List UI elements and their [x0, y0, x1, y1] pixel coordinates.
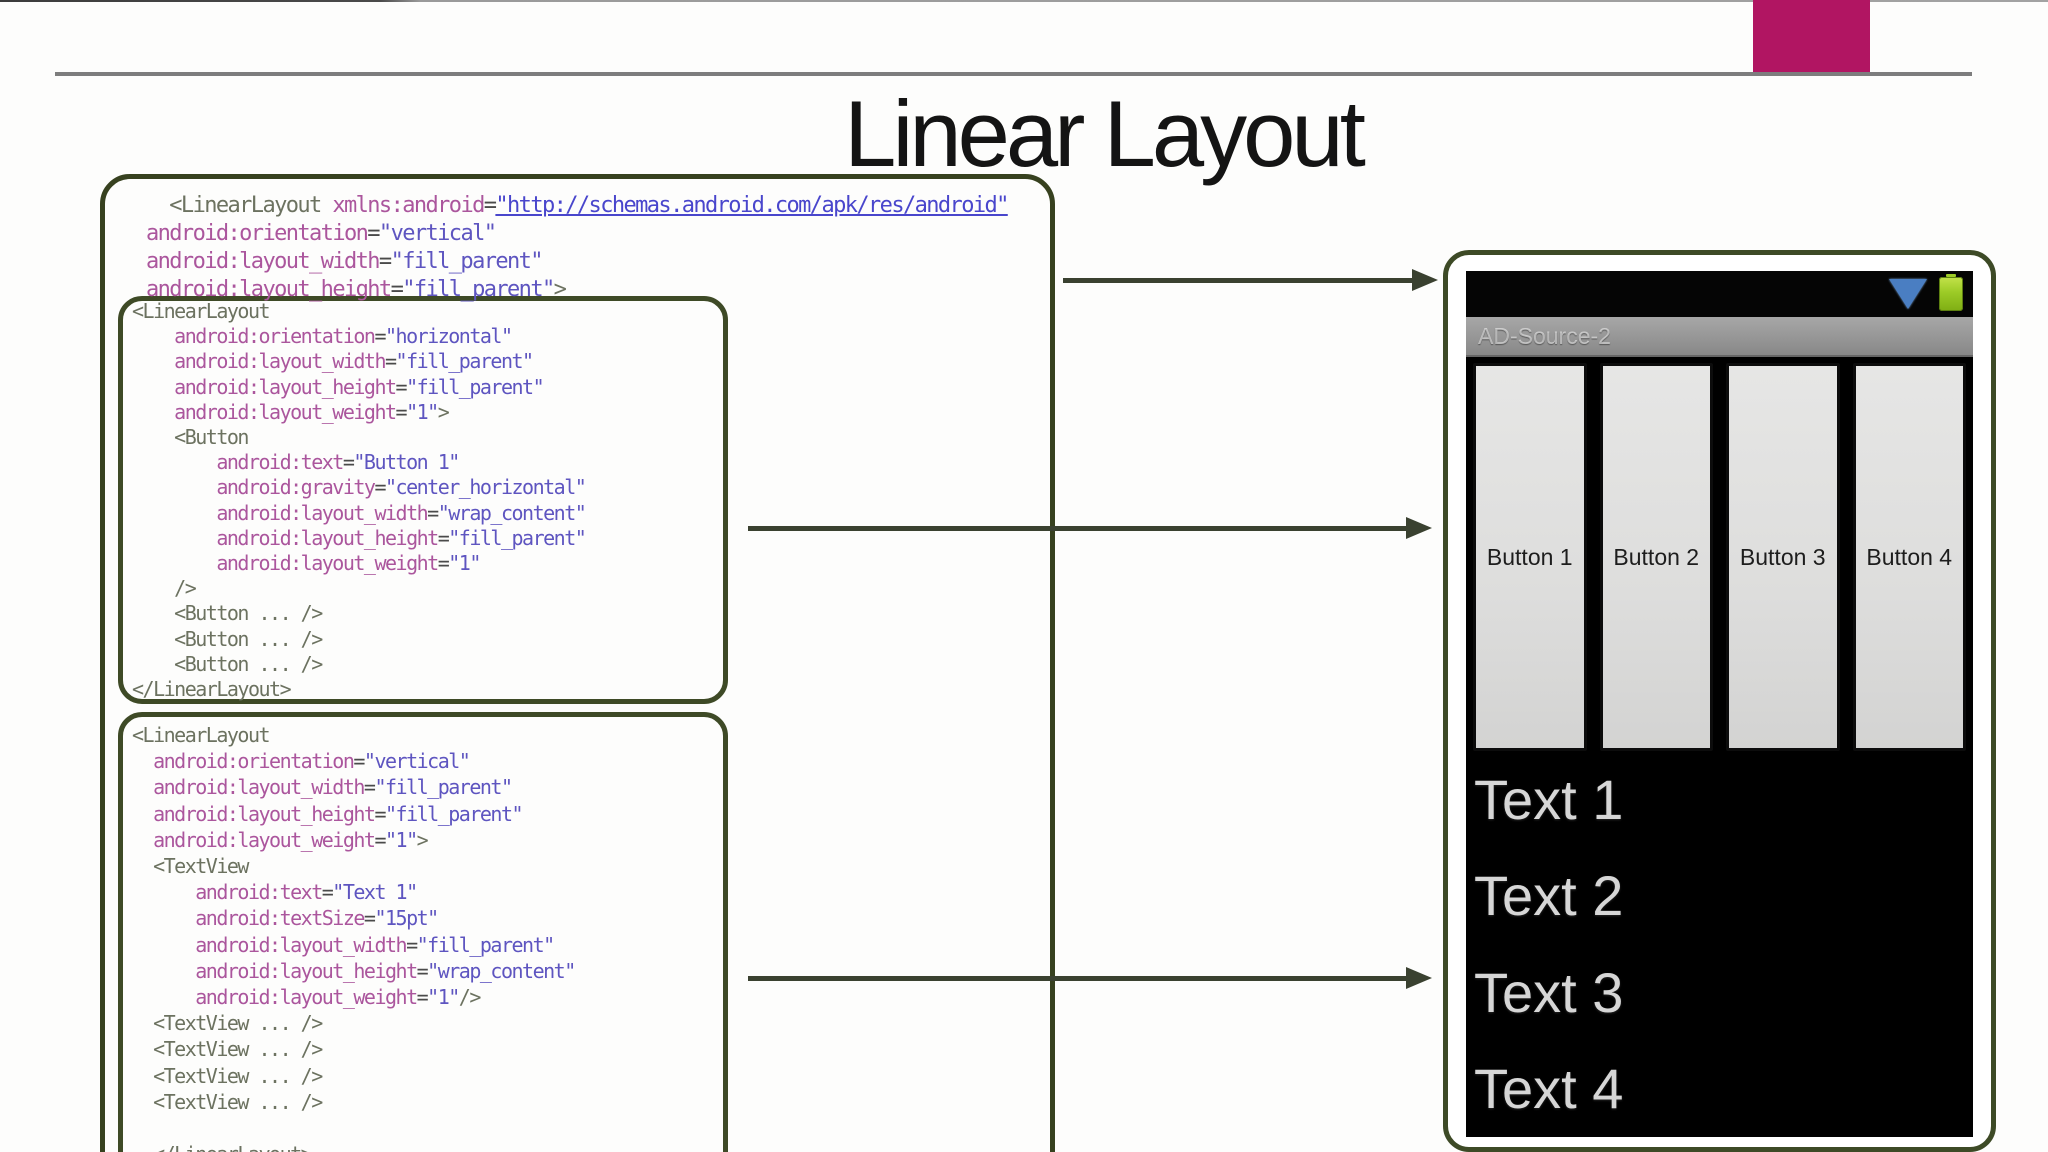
code-line: android:textSize="15pt" [132, 906, 439, 931]
code-line: <TextView ... /> [132, 1089, 323, 1114]
code-line [132, 1115, 575, 1141]
code-line: <TextView [132, 854, 249, 879]
title-container: Linear Layout [830, 80, 1376, 188]
phone-status-bar [1466, 271, 1973, 317]
code-line: android:layout_weight="1" [132, 551, 481, 576]
code-line: android:layout_width="fill_parent" [146, 249, 544, 274]
phone-title-bar: AD-Source-2 [1466, 317, 1973, 357]
code-line: <LinearLayout [132, 723, 271, 747]
code-line: android:orientation="vertical" [132, 749, 471, 774]
code-line: android:text="Text 1" [132, 880, 418, 905]
phone-mockup: AD-Source-2 Button 1 Button 2 Button 3 B… [1443, 250, 1996, 1152]
code-line: android:text="Button 1" [132, 450, 460, 475]
arrow-shaft [748, 526, 1407, 531]
phone-textview-1: Text 1 [1474, 767, 1624, 831]
code-line: <Button [132, 425, 249, 450]
battery-icon [1939, 274, 1963, 311]
arrow-textviews-to-phone [748, 967, 1432, 990]
phone-textview-3: Text 3 [1474, 960, 1624, 1024]
code-line: android:layout_height="fill_parent" [132, 525, 586, 550]
code-line: android:layout_height="fill_parent" [132, 374, 544, 399]
xmlns-schema-link[interactable]: "http://schemas.android.com/apk/res/andr… [495, 193, 1009, 218]
phone-textview-4: Text 4 [1474, 1057, 1624, 1121]
code-line: android:layout_width="fill_parent" [132, 775, 513, 800]
code-block-root: <LinearLayout xmlns:android="http://sche… [146, 192, 1009, 304]
code-line: android:layout_weight="1"> [132, 827, 429, 852]
code-line: </LinearLayout> [132, 1141, 575, 1152]
phone-screen: AD-Source-2 Button 1 Button 2 Button 3 B… [1466, 271, 1973, 1137]
code-box-buttons [118, 296, 728, 704]
phone-textviews-column: Text 1 Text 2 Text 3 Text 4 [1466, 751, 1973, 1137]
arrowhead-icon [1406, 517, 1432, 539]
code-line: <Button ... /> [132, 601, 323, 626]
arrow-shaft [748, 976, 1407, 981]
phone-button-1[interactable]: Button 1 [1473, 363, 1587, 751]
code-line: android:layout_width="fill_parent" [132, 349, 534, 374]
code-line: <LinearLayout xmlns:android="http://sche… [146, 193, 1009, 218]
code-line: android:layout_weight="1"> [132, 399, 450, 424]
code-line: <TextView ... /> [132, 1037, 323, 1062]
code-line: <TextView ... /> [132, 1063, 323, 1088]
code-block-buttons: <LinearLayout android:orientation="horiz… [132, 299, 587, 702]
arrowhead-icon [1406, 967, 1432, 989]
code-line: android:layout_weight="1"/> [132, 985, 481, 1010]
phone-button-3[interactable]: Button 3 [1726, 363, 1840, 751]
code-box-textviews [118, 712, 728, 1152]
header-rule [55, 72, 1972, 76]
code-line: android:orientation="horizontal" [132, 324, 513, 349]
arrow-shaft [1063, 278, 1413, 283]
accent-block [1753, 0, 1870, 72]
code-line: <LinearLayout [132, 299, 271, 323]
phone-textview-2: Text 2 [1474, 864, 1624, 928]
arrowhead-icon [1412, 269, 1438, 291]
arrow-buttons-to-phone [748, 517, 1432, 540]
code-line: /> [132, 576, 197, 601]
phone-button-4[interactable]: Button 4 [1852, 363, 1966, 751]
phone-button-2[interactable]: Button 2 [1599, 363, 1713, 751]
code-line: </LinearLayout> [132, 677, 292, 702]
signal-triangle-icon [1889, 279, 1927, 309]
page-title: Linear Layout [844, 81, 1366, 186]
code-box-root [100, 174, 1055, 1152]
code-line: android:layout_width="wrap_content" [132, 500, 586, 525]
code-line: android:layout_height="fill_parent" [132, 801, 523, 826]
code-line: android:layout_height="wrap_content" [132, 958, 576, 983]
code-line: <Button ... /> [132, 626, 323, 651]
phone-title-text: AD-Source-2 [1478, 322, 1611, 349]
code-line: android:layout_width="fill_parent" [132, 932, 555, 957]
phone-buttons-row: Button 1 Button 2 Button 3 Button 4 [1466, 357, 1973, 751]
code-block-textviews: <LinearLayout android:orientation="verti… [132, 722, 576, 1152]
code-line: <TextView ... /> [132, 1011, 323, 1036]
code-line: android:orientation="vertical" [146, 221, 497, 246]
code-line: android:gravity="center_horizontal" [132, 475, 586, 500]
arrow-root-to-phone [1063, 269, 1438, 292]
code-line: <Button ... /> [132, 651, 323, 676]
code-line: android:layout_height="fill_parent"> [146, 277, 567, 302]
top-rule [0, 0, 2048, 2]
